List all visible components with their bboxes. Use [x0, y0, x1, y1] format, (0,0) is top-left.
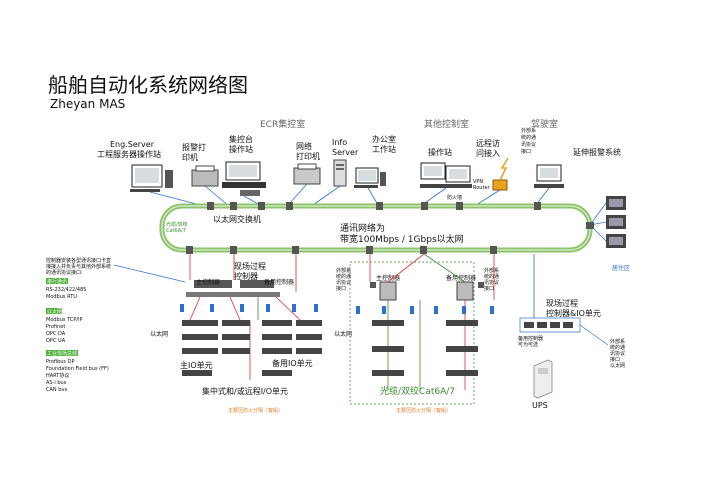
left-notes: 控制器安装各型通讯接口卡直接接入并负责与其他外部系统的通讯协议接口: 串行通讯 …: [46, 257, 111, 393]
main-controller-2-label: 主控制器: [376, 274, 400, 282]
switch-label: 以太网交换机: [213, 214, 261, 224]
net-printer-icon: [293, 163, 321, 185]
ups-icon: [533, 359, 553, 399]
serial-tag-bg: [46, 278, 68, 284]
middle-zone-outline: [349, 261, 475, 405]
ethernet-label-left: 以太网: [150, 330, 168, 338]
console-station-icon: [222, 161, 266, 196]
ethernet-tag: 以太网: [47, 308, 62, 315]
section-bridge: 驾驶室: [531, 118, 558, 130]
ethernet-tag-bg: [46, 308, 62, 314]
middle-io-modules: [372, 320, 478, 376]
middle-controller-cluster: [370, 281, 484, 301]
backup-controller-2-label: 备用控制器: [446, 274, 476, 282]
bridge-station-icon: [534, 164, 564, 188]
main-controller-rack: [194, 280, 232, 288]
office-station-label: 办公室工作站: [372, 134, 396, 154]
console-station-label: 集控台操作站: [229, 134, 253, 154]
left-cluster-links: [189, 254, 301, 380]
bandwidth-line1: 通讯网络为: [340, 222, 385, 234]
backbone-switches: [186, 202, 594, 254]
office-station-icon: [354, 167, 386, 188]
bandwidth-line2: 带宽100Mbps / 1Gbps以太网: [340, 233, 464, 245]
ext-alarm-label: 延伸报警系统: [573, 147, 621, 157]
field-control-right-label: 现场过程控制器&IO单元: [546, 298, 601, 318]
fieldbus-item-3: AS-i bus: [46, 380, 67, 386]
eng-server-computer-icon: [130, 164, 173, 192]
alarm-printer-label: 报警打印机: [182, 142, 206, 162]
serial-tag: 串行通讯: [47, 278, 67, 285]
ethernet-item-1: Profinet: [46, 324, 65, 330]
serial-item-1: Modbus RTU: [46, 294, 77, 300]
fieldbus-item-2: HART协议: [46, 372, 69, 379]
right-ext-pointer: [579, 324, 609, 346]
eng-server-label: Eng.Server: [110, 140, 155, 149]
page-title: 船舶自动化系统网络图: [48, 73, 248, 97]
ext-right-label: 外部系统的通讯协议接口以太网: [610, 338, 625, 369]
centralized-io-label: 集中式和/或远程I/O单元: [202, 386, 288, 396]
main-controller-label: 主控制器: [196, 278, 220, 286]
backup-controller-label: 备用控制器: [264, 278, 294, 286]
fire-zone-mid-label: 主要区防火分隔（客船）: [396, 407, 451, 414]
fire-zone-left-label: 主要区防火分隔（客船）: [228, 407, 283, 414]
fieldbus-tag-bg: [46, 350, 78, 356]
ops-station-label: 操作站: [428, 147, 452, 157]
section-other: 其他控制室: [424, 118, 469, 130]
fiber-cat-label: 光缆/双绞Cat6A/7: [380, 385, 455, 397]
ethernet-item-0: Modbus TCP/IP: [46, 317, 83, 323]
left-io-modules: [182, 320, 322, 376]
middle-io-connectors: [356, 306, 494, 314]
ups-label: UPS: [532, 401, 548, 410]
net-printer-label: 网络打印机: [296, 141, 320, 161]
fieldbus-item-4: CAN bus: [46, 387, 68, 393]
ext-middle-label: 外部系统的通讯协议接口: [336, 267, 351, 292]
ethernet-label-mid: 以太网: [334, 330, 352, 338]
vpn-router-icon: [492, 157, 509, 191]
fieldbus-tag: 工业现场总线: [47, 350, 77, 357]
main-io-label: 主IO单元: [180, 360, 213, 370]
firewall-label: 防火墙: [447, 194, 462, 201]
left-notes-pointer: [113, 264, 186, 283]
ext-middle-right-label: 外部系统的通讯协议接口: [484, 267, 499, 292]
remote-access-label: 远程访问接入: [476, 138, 500, 158]
ops-station-icon: [420, 162, 472, 188]
info-server-icon: [333, 159, 347, 187]
field-control-left-label: 现场过程控制器: [234, 261, 266, 281]
ext-bridge-label: 外部系统的通讯协议接口: [521, 127, 536, 155]
controller-base: [186, 292, 280, 297]
eng-server-cn-label: 工程服务器操作站: [97, 149, 161, 159]
page-subtitle: Zheyan MAS: [50, 97, 125, 111]
section-ecr: ECR集控室: [260, 118, 305, 130]
right-io-modules: [524, 322, 573, 328]
serial-item-0: RS-232/422/485: [46, 287, 86, 293]
living-area-label: 居住区: [612, 264, 630, 272]
alarm-printer-icon: [191, 165, 219, 187]
backup-controller-rack: [240, 280, 274, 288]
left-notes-intro: 控制器安装各型通讯接口卡直接接入并负责与其他外部系统的通讯协议接口:: [46, 257, 111, 276]
left-controller-cluster: [186, 280, 280, 297]
left-io-connectors: [180, 304, 318, 312]
ext-alarm-panel-icon: [606, 196, 626, 248]
ethernet-item-3: OPC UA: [46, 338, 66, 344]
fieldbus-item-0: Profibus DP: [46, 359, 74, 365]
backup-optional-label: 备用控制器可为可选: [518, 335, 543, 348]
ethernet-item-2: OPC DA: [46, 331, 66, 337]
fieldbus-item-1: Foundation Field bus (FF): [46, 366, 109, 372]
backup-io-label: 备用IO单元: [272, 358, 313, 368]
